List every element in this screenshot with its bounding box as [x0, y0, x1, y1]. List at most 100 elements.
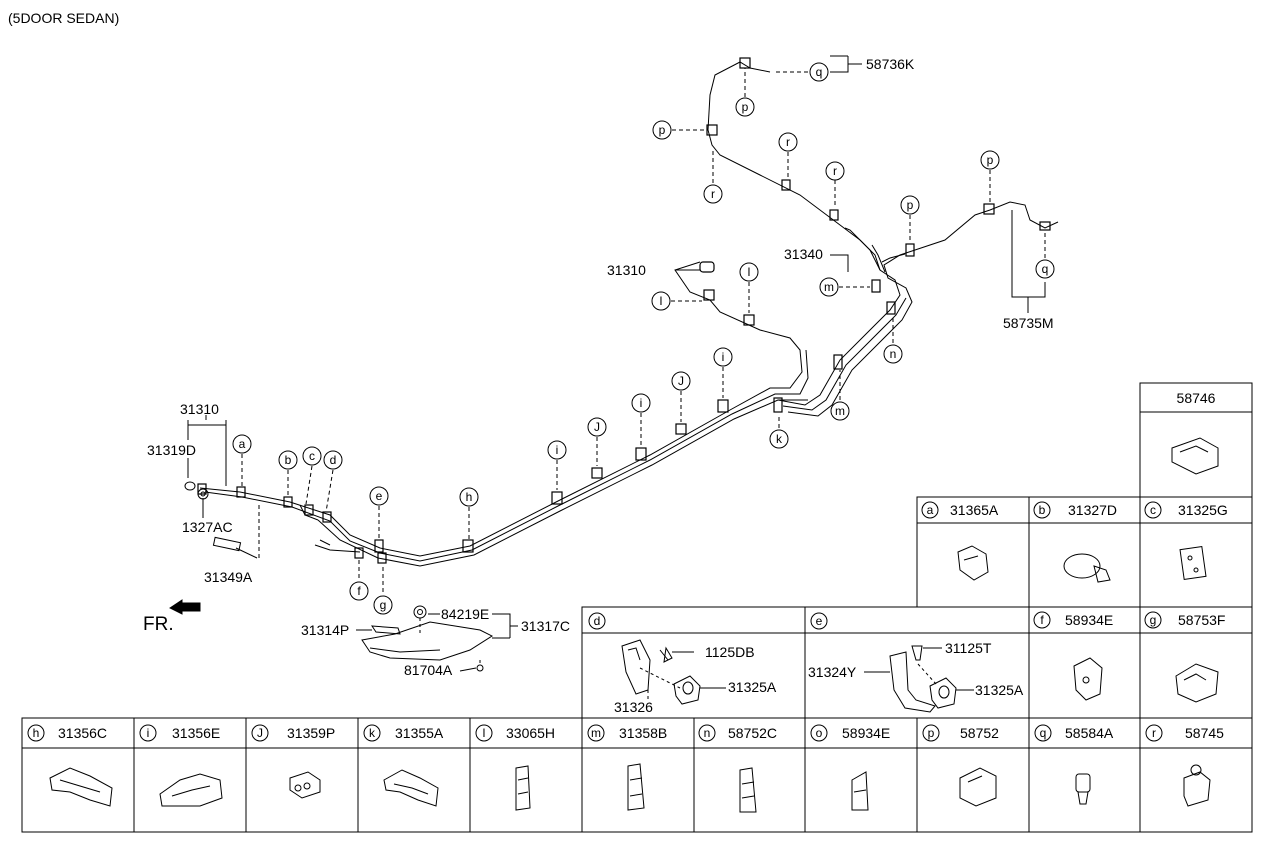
- svg-text:l: l: [660, 294, 663, 308]
- svg-text:n: n: [704, 726, 711, 740]
- detail-boxes-text: d 1125DB 31325A 31326 e 31125T 31324Y 31…: [588, 612, 1024, 715]
- top-table-headers: 58746 a 31365A b 31327D c 31325G f 58934…: [921, 390, 1228, 629]
- label-1327AC: 1327AC: [182, 519, 233, 535]
- svg-text:d: d: [330, 453, 337, 467]
- svg-text:i: i: [147, 726, 150, 740]
- front-label: FR.: [143, 614, 174, 635]
- header-g-letter: g: [1150, 613, 1157, 627]
- detail-d-part-1125DB: 1125DB: [705, 644, 755, 660]
- callout-q: q: [1035, 259, 1055, 279]
- callout-p: p: [900, 195, 920, 215]
- svg-text:l: l: [483, 726, 486, 740]
- front-arrow-icon: [169, 599, 201, 615]
- header-a-part: 31365A: [950, 502, 999, 518]
- svg-text:m: m: [824, 280, 834, 294]
- svg-text:p: p: [742, 100, 749, 114]
- bottom-table-headers: h 31356C i 31356E J 31359P k 31355A l 33…: [27, 724, 1224, 742]
- svg-text:k: k: [776, 432, 783, 446]
- leader-lines: [241, 68, 1046, 592]
- svg-text:r: r: [711, 187, 715, 201]
- table-part-sketches: [49, 437, 1219, 813]
- svg-text:l: l: [748, 265, 751, 279]
- header-h-part: 31356C: [58, 725, 107, 741]
- callout-d: d: [323, 450, 343, 470]
- callout-f: f: [349, 581, 369, 601]
- svg-text:p: p: [928, 726, 935, 740]
- svg-text:p: p: [659, 123, 666, 137]
- callout-r: r: [825, 161, 845, 181]
- label-31310: 31310: [180, 401, 219, 417]
- header-q-part: 58584A: [1065, 725, 1114, 741]
- header-o-part: 58934E: [842, 725, 890, 741]
- detail-d-part-31326: 31326: [614, 699, 653, 715]
- callout-k: k: [769, 429, 789, 449]
- svg-text:b: b: [285, 453, 292, 467]
- header-g-part: 58753F: [1178, 612, 1225, 628]
- svg-text:m: m: [835, 404, 845, 418]
- rear-fuel-lines: [707, 61, 1059, 417]
- callout-p: p: [652, 120, 672, 140]
- callout-n: n: [883, 344, 903, 364]
- header-a-letter: a: [927, 503, 934, 517]
- callout-l: l: [651, 291, 671, 311]
- header-f-part: 58934E: [1065, 612, 1113, 628]
- header-p-part: 58752: [960, 725, 999, 741]
- header-k-part: 31355A: [395, 725, 444, 741]
- header-m-part: 31358B: [619, 725, 667, 741]
- diagram-title: (5DOOR SEDAN): [8, 10, 120, 26]
- detail-e-part-31324Y: 31324Y: [808, 664, 857, 680]
- detail-e-letter: e: [816, 614, 823, 628]
- line-clips: [197, 57, 1051, 564]
- svg-text:k: k: [369, 726, 376, 740]
- callout-a: a: [232, 434, 252, 454]
- header-f-letter: f: [1040, 613, 1044, 627]
- callout-i: i: [713, 347, 733, 367]
- callout-i: i: [547, 440, 567, 460]
- label-58735M: 58735M: [1003, 315, 1054, 331]
- header-n-part: 58752C: [728, 725, 777, 741]
- callout-m: m: [830, 401, 850, 421]
- callout-p: p: [980, 150, 1000, 170]
- header-b-part: 31327D: [1068, 502, 1117, 518]
- label-81704A: 81704A: [404, 662, 453, 678]
- callout-q: q: [809, 62, 829, 82]
- svg-text:e: e: [376, 489, 383, 503]
- svg-text:J: J: [678, 374, 684, 388]
- svg-text:J: J: [594, 420, 600, 434]
- left-small-parts: [184, 481, 258, 559]
- callout-J: J: [671, 371, 691, 391]
- header-c-part: 31325G: [1178, 502, 1228, 518]
- part-number-leaders: [187, 55, 1046, 672]
- svg-text:p: p: [987, 153, 994, 167]
- header-c-letter: c: [1150, 503, 1156, 517]
- main-fuel-line-bundle: [199, 261, 809, 567]
- svg-text:h: h: [33, 726, 40, 740]
- header-i-part: 31356E: [172, 725, 220, 741]
- svg-text:c: c: [309, 449, 315, 463]
- callout-e: e: [369, 486, 389, 506]
- svg-text:q: q: [816, 65, 823, 79]
- label-31349A: 31349A: [204, 569, 253, 585]
- callout-g: g: [373, 595, 393, 615]
- callout-r: r: [703, 184, 723, 204]
- callout-c: c: [302, 446, 322, 466]
- label-31317C: 31317C: [521, 618, 570, 634]
- callout-l: l: [739, 262, 759, 282]
- header-l-part: 33065H: [506, 725, 555, 741]
- svg-text:m: m: [591, 726, 601, 740]
- svg-text:i: i: [640, 396, 643, 410]
- label-31319D: 31319D: [147, 442, 196, 458]
- svg-text:o: o: [816, 726, 823, 740]
- callout-h: h: [459, 487, 479, 507]
- label-58736K: 58736K: [866, 56, 915, 72]
- callout-circles: p p p p q q r r r l l m m n k i i i J J …: [232, 62, 1055, 615]
- svg-text:i: i: [722, 350, 725, 364]
- parts-table-grid: [21, 382, 1253, 833]
- label-31314P: 31314P: [301, 622, 349, 638]
- header-r-part: 58745: [1185, 725, 1224, 741]
- header-58746: 58746: [1177, 390, 1216, 406]
- svg-text:g: g: [380, 598, 387, 612]
- label-31310: 31310: [607, 262, 646, 278]
